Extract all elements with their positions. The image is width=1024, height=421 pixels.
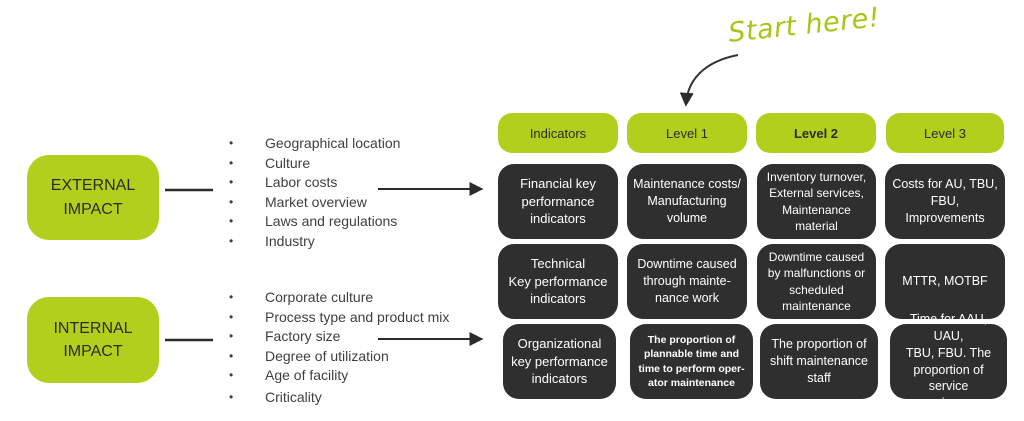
list-item: Geographical location	[229, 134, 400, 154]
cell-technical-level-3: MTTR, MOTBF	[885, 244, 1005, 319]
header-indicators: Indicators	[498, 113, 618, 153]
list-item: Industry	[229, 232, 400, 252]
list-item: Process type and product mix	[229, 308, 449, 328]
list-item: Market overview	[229, 193, 400, 213]
cell-organizational-level-2: The proportion of shift maintenance staf…	[760, 324, 878, 399]
list-item: Degree of utilization	[229, 347, 449, 367]
internal-impact-box: INTERNAL IMPACT	[27, 297, 159, 383]
cell-organizational-indicators: Organizational key performance indicator…	[503, 324, 616, 399]
cell-technical-level-2: Downtime caused by malfunctions or sched…	[757, 244, 876, 319]
internal-factors-list: Corporate culture Process type and produ…	[229, 288, 449, 408]
cell-organizational-level-3: Time for AAU, UAU, TBU, FBU. The proport…	[890, 312, 1007, 410]
start-here-arrow	[679, 54, 739, 107]
cell-technical-level-1: Downtime caused through mainte- nance wo…	[627, 244, 747, 319]
cell-organizational-level-1: The proportion of plannable time and tim…	[630, 324, 753, 399]
external-factors-list: Geographical location Culture Labor cost…	[229, 134, 400, 252]
external-impact-box: EXTERNAL IMPACT	[27, 155, 159, 240]
cell-financial-level-1: Maintenance costs/ Manufacturing volume	[627, 164, 747, 239]
cell-financial-indicators: Financial key performance indicators	[498, 164, 618, 239]
list-item: Culture	[229, 154, 400, 174]
header-level-1: Level 1	[627, 113, 747, 153]
header-level-2: Level 2	[756, 113, 876, 153]
list-item: Age of facility	[229, 366, 449, 386]
list-item: Laws and regulations	[229, 212, 400, 232]
list-item: Labor costs	[229, 173, 400, 193]
cell-technical-indicators: Technical Key performance indicators	[498, 244, 618, 319]
list-item: Factory size	[229, 327, 449, 347]
list-item: Corporate culture	[229, 288, 449, 308]
header-level-3: Level 3	[886, 113, 1004, 153]
cell-financial-level-3: Costs for AU, TBU, FBU, Improvements	[885, 164, 1005, 239]
cell-financial-level-2: Inventory turnover, External services, M…	[757, 164, 876, 239]
list-item: Criticality	[229, 388, 449, 408]
